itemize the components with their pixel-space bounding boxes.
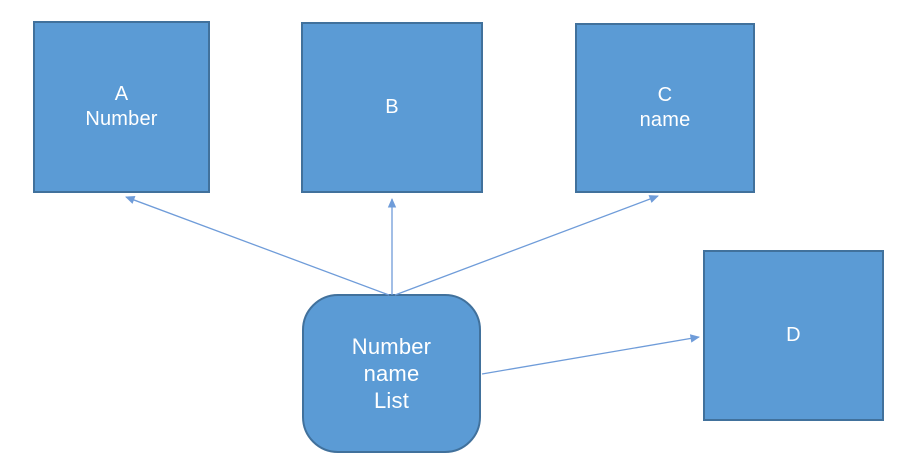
node-number-name-list-label-line-1: Number bbox=[351, 334, 432, 359]
node-a-label-line-2: Number bbox=[85, 108, 158, 130]
node-number-name-list-label: Number name List bbox=[352, 333, 431, 414]
node-number-name-list-label-line-2: name bbox=[363, 361, 420, 386]
node-c-label: C name bbox=[640, 83, 691, 133]
connector-list-to-c bbox=[394, 195, 659, 296]
connector-list-to-d bbox=[481, 334, 700, 375]
node-a-label: A Number bbox=[85, 82, 157, 132]
node-a-label-line-1: A bbox=[114, 83, 129, 105]
node-c-label-line-2: name bbox=[639, 109, 691, 131]
node-d-label: D bbox=[786, 323, 801, 348]
node-number-name-list[interactable]: Number name List bbox=[302, 294, 481, 453]
node-c[interactable]: C name bbox=[575, 23, 755, 193]
node-b-label: B bbox=[385, 95, 399, 120]
node-b-label-line-1: B bbox=[385, 96, 399, 118]
node-b[interactable]: B bbox=[301, 22, 483, 193]
node-a[interactable]: A Number bbox=[33, 21, 210, 193]
node-c-label-line-1: C bbox=[657, 84, 673, 106]
connector-list-to-a bbox=[125, 196, 390, 296]
node-d[interactable]: D bbox=[703, 250, 884, 421]
node-d-label-line-1: D bbox=[786, 324, 801, 346]
node-number-name-list-label-line-3: List bbox=[373, 388, 410, 413]
